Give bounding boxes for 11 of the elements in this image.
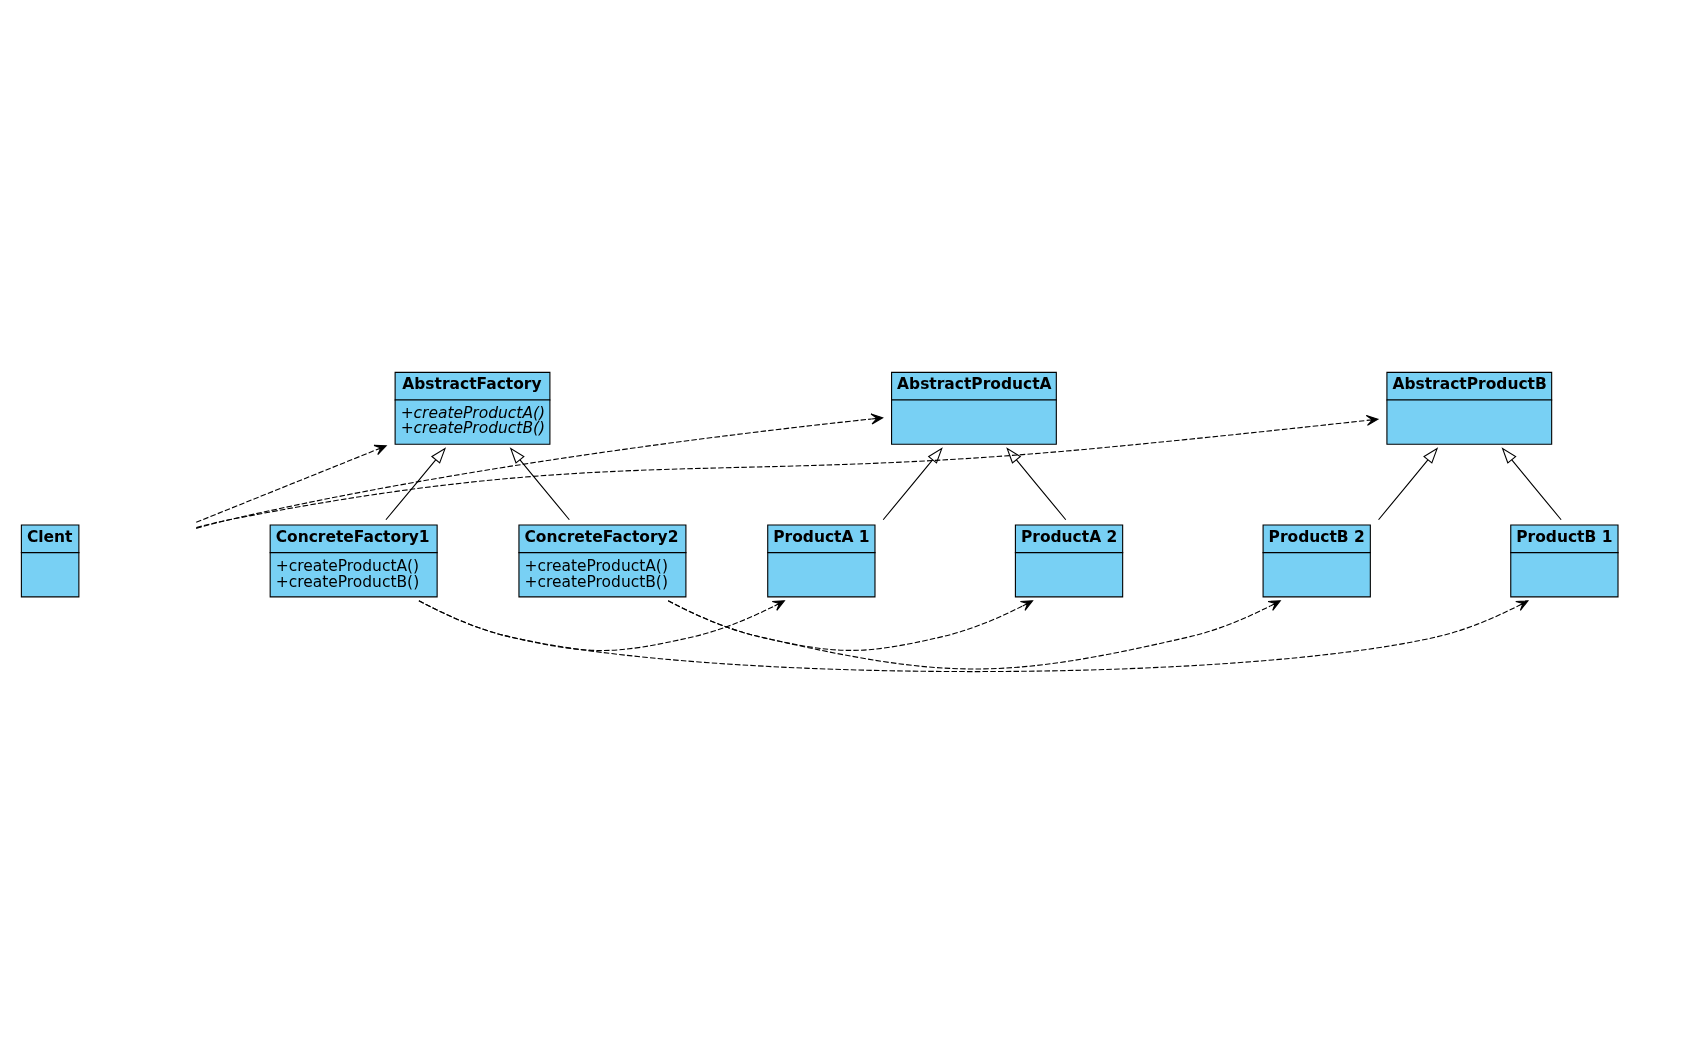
arrow bbox=[1501, 446, 1562, 520]
arrow bbox=[1378, 446, 1439, 520]
arrow bbox=[195, 414, 1379, 528]
arrow bbox=[195, 412, 884, 529]
arrow bbox=[882, 446, 943, 520]
arrow bbox=[195, 444, 387, 523]
arrow bbox=[667, 599, 1281, 670]
arrow bbox=[1006, 446, 1067, 520]
arrow bbox=[385, 446, 447, 520]
arrow bbox=[418, 599, 1529, 672]
arrow bbox=[509, 446, 570, 520]
